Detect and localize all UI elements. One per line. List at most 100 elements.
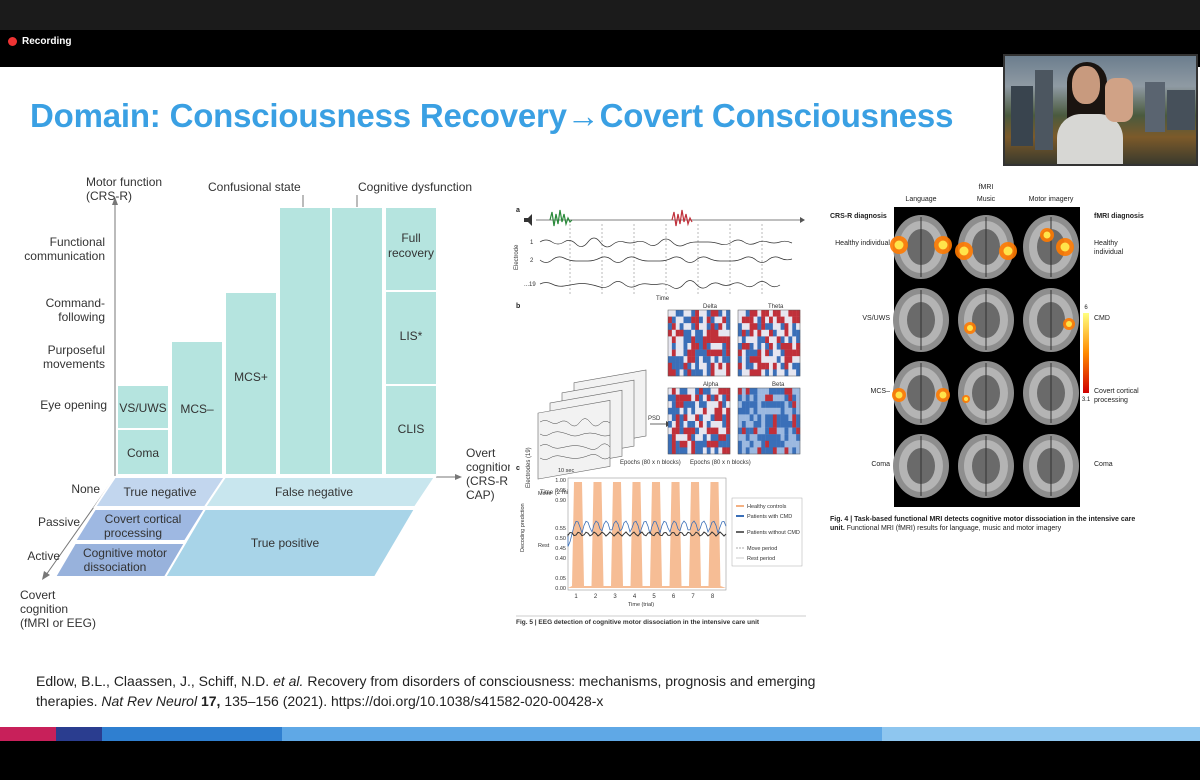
fmri-row-left: VS/UWS <box>862 315 890 322</box>
decoding-cmd-line <box>567 520 727 547</box>
level-purposeful: Purposeful <box>48 343 105 357</box>
fmri-figure: fMRI Language Music Motor imagery CRS-R … <box>830 184 1144 532</box>
eeg-trace-1 <box>539 237 793 248</box>
electrodes-19-label: Electrodes (19) <box>526 447 532 488</box>
fmri-row-right: Coma <box>1094 461 1113 468</box>
presenter-video-tile[interactable] <box>1003 54 1198 166</box>
slide-title: Domain: Consciousness Recovery→Covert Co… <box>30 97 954 134</box>
bar-lis-label: LIS* <box>400 329 423 343</box>
decoding-xtick: 6 <box>672 594 676 600</box>
col-motor-imagery: Motor imagery <box>1029 196 1074 203</box>
band-heatmap <box>737 309 801 377</box>
floor-cmd-2: dissociation <box>84 560 147 574</box>
epochs-label: Epochs (80 x n blocks) <box>620 460 681 466</box>
bar-lis <box>384 290 438 386</box>
decoding-ytick: 0.95 <box>555 488 566 494</box>
overt-axis-1: Overt <box>466 446 496 460</box>
presentation-slide: Domain: Consciousness Recovery→Covert Co… <box>0 67 1200 727</box>
fmri-brain-slice <box>1023 288 1079 352</box>
decoding-no-cmd-line <box>567 531 727 537</box>
decoding-ytick: 1.00 <box>555 478 566 484</box>
bar-full-label-2: recovery <box>388 246 434 260</box>
motor-axis-label-2: (CRS-R) <box>86 189 132 203</box>
scale-top: 6 <box>1084 305 1088 311</box>
citation-pages-doi[interactable]: 135–156 (2021). https://doi.org/10.1038/… <box>224 693 604 709</box>
fmri-row-left: MCS– <box>871 388 891 395</box>
electrode-axis-label: Electrode <box>514 244 520 270</box>
overt-axis-3: (CRS-R or <box>466 474 510 488</box>
covert-passive: Passive <box>38 515 80 529</box>
bar-coma-label: Coma <box>127 446 159 460</box>
fmri-brain-slice <box>893 434 949 498</box>
citation-title: Recovery from disorders of consciousness… <box>36 673 816 709</box>
recording-label: Recording <box>22 36 72 47</box>
bar-vsuws-label: VS/UWS <box>119 401 166 415</box>
move-label: Move <box>538 491 551 497</box>
meeting-top-bar <box>0 0 1200 30</box>
legend-cmd: Patients with CMD <box>747 514 792 520</box>
recording-indicator[interactable]: Recording <box>8 36 71 47</box>
citation-etal: et al. <box>273 673 304 689</box>
legend-healthy: Healthy controls <box>747 504 787 510</box>
fmri-row-right: individual <box>1094 249 1124 256</box>
fmri-brain-slice <box>1023 361 1079 425</box>
decoding-ytick: 0.55 <box>555 526 566 532</box>
overt-axis-2: cognition <box>466 460 510 474</box>
legend-rest: Rest period <box>747 556 775 562</box>
level-following: following <box>58 310 105 324</box>
legend-no-cmd: Patients without CMD <box>747 530 800 536</box>
fmri-row-right: Covert cortical <box>1094 388 1139 395</box>
slide-footer-stripe <box>0 727 1200 741</box>
presenter-face <box>1072 66 1100 104</box>
eeg-trace-19 <box>539 280 781 289</box>
decoding-ytick: 0.05 <box>555 576 566 582</box>
eeg-panel-c: c <box>516 465 520 472</box>
bar-mcs-plus-label: MCS+ <box>234 370 268 384</box>
fmri-row-left: Healthy individual <box>835 240 890 247</box>
fmri-row-right: processing <box>1094 397 1128 404</box>
col-music: Music <box>977 196 996 203</box>
covert-axis-3: (fMRI or EEG) <box>20 616 96 630</box>
band-heatmap <box>737 387 801 455</box>
fmri-brain-slice <box>1023 215 1079 279</box>
eeg-stimulus-red <box>671 209 693 227</box>
electrode-19: ...19 <box>524 282 536 288</box>
fmri-colorbar <box>1083 313 1089 393</box>
floor-ccp-2: processing <box>104 526 162 540</box>
decoding-xtick: 4 <box>633 594 637 600</box>
decoding-ytick: 0.00 <box>555 586 566 592</box>
epochs-axis-label: Epochs (80 x n blocks) <box>690 460 751 466</box>
decoding-ytick: 0.45 <box>555 546 566 552</box>
bar-full-recovery <box>384 206 438 292</box>
label-confusional-state: Confusional state <box>208 180 301 194</box>
meeting-bottom-bar <box>0 741 1200 780</box>
covert-none: None <box>71 482 100 496</box>
eeg-stimulus-green <box>549 209 573 227</box>
floor-false-negative-label: False negative <box>275 485 353 499</box>
fmri-row-right: CMD <box>1094 315 1110 322</box>
decoding-label: Decoding prediction <box>520 503 526 552</box>
bar-mcs-minus-label: MCS– <box>180 402 214 416</box>
band-delta: Delta <box>703 304 718 310</box>
fmri-brain-slice <box>893 288 949 352</box>
covert-active: Active <box>27 549 60 563</box>
citation-authors: Edlow, B.L., Claassen, J., Schiff, N.D. <box>36 673 270 689</box>
bar-clis-label: CLIS <box>398 422 425 436</box>
decoding-xtick: 8 <box>711 594 715 600</box>
decoding-xtick: 3 <box>613 594 617 600</box>
floor-ccp-1: Covert cortical <box>105 512 182 526</box>
rest-label: Rest <box>538 543 550 549</box>
scale-bottom: 3.1 <box>1082 397 1091 403</box>
level-movements: movements <box>43 357 105 371</box>
eeg-time-label: Time <box>656 296 670 302</box>
band-theta: Theta <box>768 304 784 310</box>
level-command: Command- <box>46 296 105 310</box>
consciousness-recovery-diagram: Motor function (CRS-R) Functional commun… <box>20 175 510 630</box>
fmri-header: fMRI <box>979 184 994 191</box>
fmri-brain-slice <box>955 215 1017 279</box>
floor-cognitive-motor <box>53 542 187 578</box>
bar-confusional <box>278 206 332 476</box>
fmri-row-left: Coma <box>871 461 890 468</box>
overt-axis-4: CAP) <box>466 488 495 502</box>
floor-true-negative-label: True negative <box>124 485 197 499</box>
